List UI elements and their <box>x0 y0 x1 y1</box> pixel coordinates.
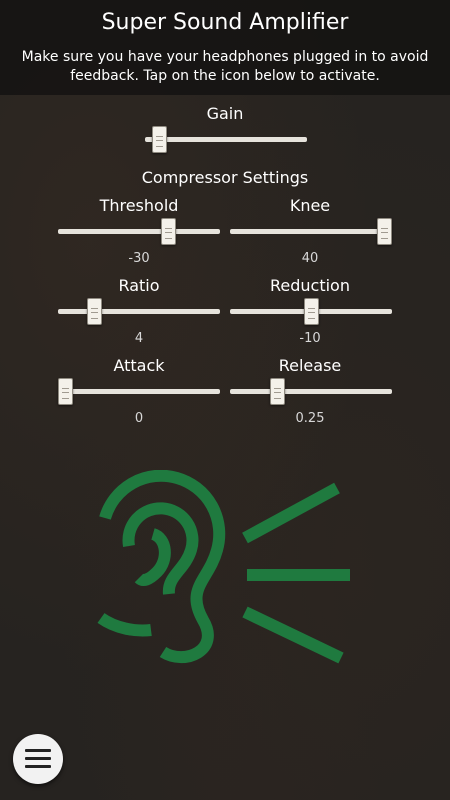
app-title: Super Sound Amplifier <box>101 10 349 35</box>
ratio-slider[interactable] <box>58 298 220 326</box>
menu-button[interactable] <box>13 734 63 784</box>
release-label: Release <box>278 356 342 375</box>
attack-slider[interactable] <box>58 378 220 406</box>
instructions-text: Make sure you have your headphones plugg… <box>21 49 429 84</box>
ear-sound-icon <box>97 469 350 664</box>
threshold-value: -30 <box>128 251 150 266</box>
reduction-slider-thumb[interactable] <box>304 298 319 325</box>
compressor-heading: Compressor Settings <box>141 168 309 187</box>
knee-slider[interactable] <box>230 218 392 246</box>
threshold-slider[interactable] <box>58 218 220 246</box>
knee-slider-track <box>230 229 392 234</box>
release-slider[interactable] <box>230 378 392 406</box>
threshold-label: Threshold <box>99 196 179 215</box>
header: Super Sound Amplifier Make sure you have… <box>0 0 450 95</box>
release-value: 0.25 <box>295 411 325 426</box>
threshold-slider-thumb[interactable] <box>161 218 176 245</box>
reduction-label: Reduction <box>270 276 350 295</box>
knee-slider-thumb[interactable] <box>377 218 392 245</box>
ratio-value: 4 <box>134 331 144 346</box>
gain-label: Gain <box>206 104 244 123</box>
gain-slider-thumb[interactable] <box>152 126 167 153</box>
reduction-slider[interactable] <box>230 298 392 326</box>
knee-value: 40 <box>301 251 319 266</box>
ratio-slider-track <box>58 309 220 314</box>
release-slider-track <box>230 389 392 394</box>
attack-slider-track <box>58 389 220 394</box>
threshold-slider-track <box>58 229 220 234</box>
activate-ear-button[interactable] <box>95 469 360 670</box>
attack-slider-thumb[interactable] <box>58 378 73 405</box>
release-slider-thumb[interactable] <box>270 378 285 405</box>
attack-value: 0 <box>134 411 144 426</box>
gain-slider[interactable] <box>145 126 307 154</box>
reduction-value: -10 <box>299 331 321 346</box>
attack-label: Attack <box>113 356 165 375</box>
ratio-slider-thumb[interactable] <box>87 298 102 325</box>
knee-label: Knee <box>289 196 331 215</box>
ratio-label: Ratio <box>118 276 160 295</box>
gain-slider-track <box>145 137 307 142</box>
